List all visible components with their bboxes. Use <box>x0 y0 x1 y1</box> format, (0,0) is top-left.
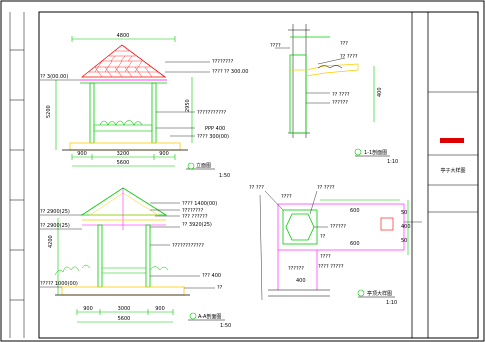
plan-vdim-3: 50 <box>401 238 407 244</box>
sectionA-elev-4: ?? 3920(25) <box>182 222 212 228</box>
plan-label-7: ?????? <box>288 266 304 272</box>
front-mid-label-1: ??????????? <box>197 110 227 116</box>
plan-label-2: ???? <box>281 194 292 200</box>
sectionA-dim-left: 900 <box>83 306 93 312</box>
plan-label-8: ???? ????? <box>318 264 344 270</box>
sectionA-scale: 1:50 <box>220 323 231 329</box>
front-scale: 1:50 <box>219 173 230 179</box>
front-dim-mid: 3200 <box>117 151 130 157</box>
sectionA-title: A-A剖面图 <box>198 313 221 320</box>
plan-vdim-1: 50 <box>401 210 407 216</box>
section-beam <box>290 63 359 77</box>
front-mid-vdim: 2950 <box>185 99 191 112</box>
plan-dim-2: 600 <box>350 241 360 247</box>
sectionA-mid-label-1: ??? 400 <box>202 273 221 279</box>
plan-vdim-2: 400 <box>401 224 411 230</box>
front-left-vdim: 5200 <box>46 105 52 118</box>
plan-red-marker <box>380 217 394 231</box>
plan-scale: 1:10 <box>386 300 397 306</box>
front-dim-right: 900 <box>159 151 169 157</box>
section-post <box>289 54 307 134</box>
title-block-label: 亭子大样图 <box>440 167 465 174</box>
plan-dim-3: 400 <box>296 278 306 284</box>
plan-column-box <box>282 209 318 245</box>
plan-label-5: ?? <box>320 234 326 240</box>
front-total-dim: 5600 <box>117 160 130 166</box>
section-roof <box>80 187 168 216</box>
section1-label-2: ??? <box>340 41 348 47</box>
plan-dim-1: 600 <box>350 208 360 214</box>
plan-beam-outline <box>277 203 405 251</box>
front-elev-label-3: ?? 300.00 <box>224 69 248 75</box>
sectionA-elev-1: ???? 1400(00) <box>182 201 217 207</box>
front-column-left <box>89 82 95 144</box>
sheet-inner-border <box>38 11 479 339</box>
sectionA-left-elev-1: ?? 2900(25) <box>40 209 70 215</box>
front-left-elev: ?? 3(00.00) <box>40 74 68 80</box>
front-dim-left: 900 <box>77 151 87 157</box>
section-1-1: ???? ??? ?? ???? ?? ???? ?????? 400 1-1剖… <box>270 24 398 165</box>
shrub-hatch <box>99 120 143 126</box>
sectionA-left-elev-2: ?? 2900(25) <box>40 223 70 229</box>
front-top-dim: 4800 <box>117 33 130 39</box>
section-column-right <box>145 224 151 288</box>
plan-label-6: ???? <box>320 254 331 260</box>
sectionA-elev-2: ???????? <box>182 208 204 214</box>
section-base <box>61 286 185 296</box>
front-base <box>69 142 181 151</box>
plan-label-1: ?? ??? <box>249 185 264 191</box>
red-stamp-bar <box>440 138 464 143</box>
sectionA-bottom-label: ????? 1000(00) <box>40 281 78 287</box>
front-mid-label-3: ???? 300(00) <box>197 134 229 140</box>
sectionA-dim-mid: 3000 <box>118 306 131 312</box>
section1-label-4: ?? ???? <box>332 92 350 98</box>
plan-column-octagon <box>285 213 315 241</box>
plan-detail: 600 600 400 50 400 50 ?? ??? ???? ?? ???… <box>249 185 422 306</box>
section1-label-5: ?????? <box>332 100 348 106</box>
front-column-right <box>151 82 157 144</box>
plan-label-3: ?? ???? <box>317 185 335 191</box>
section-column-left <box>97 224 103 288</box>
section1-scale: 1:10 <box>387 159 398 165</box>
plan-label-4: ?????? <box>330 224 346 230</box>
roof-tile-hatch <box>88 50 158 78</box>
sectionA-elev-5: ???????????? <box>172 243 204 249</box>
front-elevation: 4800 <box>40 33 248 179</box>
sectionA-total-dim: 5600 <box>118 316 131 322</box>
section1-vdim: 400 <box>377 87 383 97</box>
section-a-a: 900 3000 900 5600 4200 ?? 2900(25) ?? 29… <box>40 187 231 329</box>
section1-label-3: ?? ???? <box>340 54 358 60</box>
section1-title: 1-1剖面图 <box>364 149 387 156</box>
front-elev-label-2: ???? <box>212 69 223 75</box>
sectionA-mid-label-2: ?? <box>217 285 223 291</box>
sectionA-dim-right: 900 <box>155 306 165 312</box>
sectionA-left-vdim: 4200 <box>48 235 54 248</box>
front-mid-label-2: PPP 400 <box>205 126 225 132</box>
sectionA-elev-3: ??? ?????? <box>182 214 208 220</box>
front-title: 立面图 <box>196 162 211 169</box>
plan-title: 亭顶大样图 <box>367 290 392 297</box>
section1-label-1: ???? <box>270 43 281 49</box>
front-elev-label-1: ???????? <box>212 59 234 65</box>
left-margin-strip <box>9 12 25 338</box>
title-block: 亭子大样图 <box>411 12 478 338</box>
